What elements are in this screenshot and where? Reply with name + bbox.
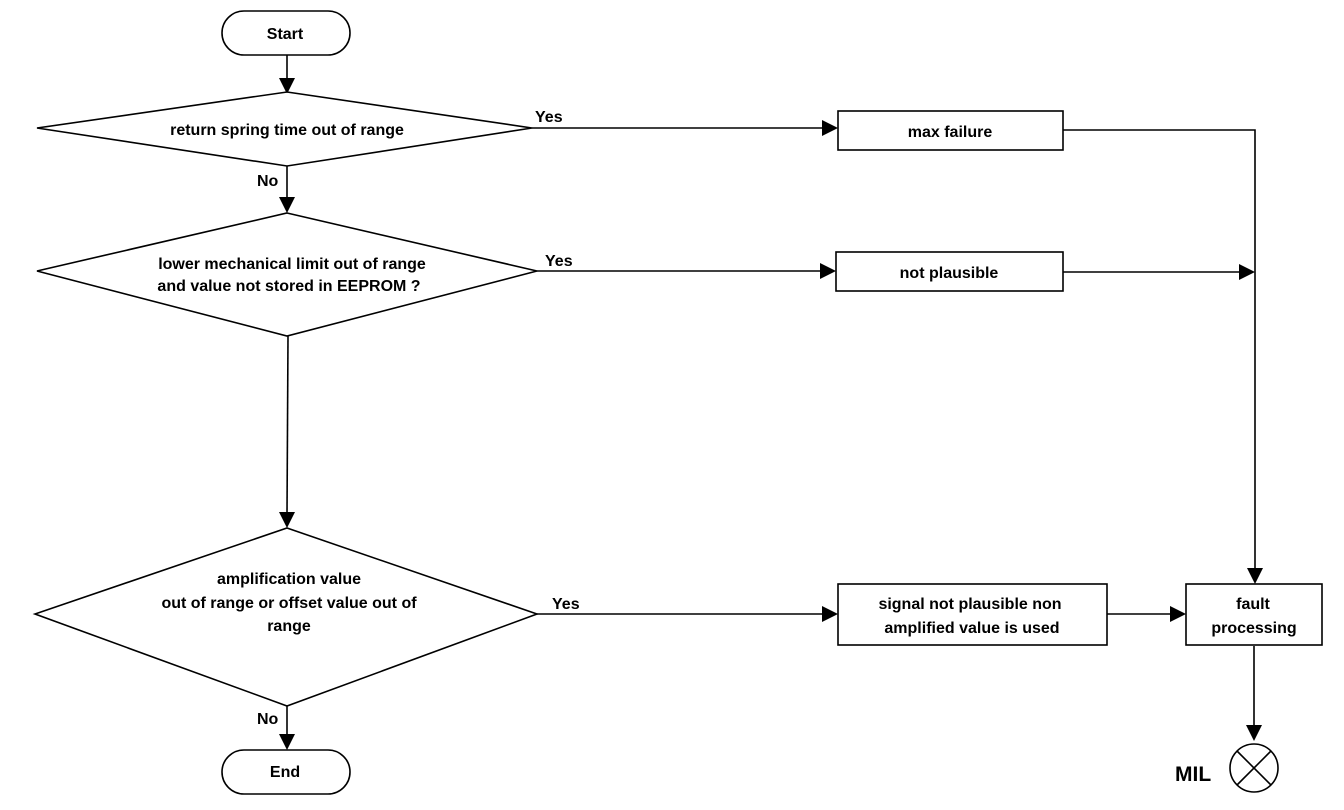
arrowhead-decision3-to-end bbox=[279, 734, 295, 750]
process-not-plausible bbox=[835, 251, 1064, 292]
decision3-label-line3: range bbox=[267, 618, 311, 635]
max-failure-label: max failure bbox=[908, 124, 993, 141]
decision2-label-line2: and value not stored in EEPROM ? bbox=[157, 278, 420, 295]
decision1-no-label: No bbox=[257, 173, 279, 190]
mil-lamp-cross-b bbox=[1236, 750, 1272, 786]
arrowhead-fault-to-mil bbox=[1246, 725, 1262, 741]
end-label: End bbox=[270, 764, 300, 781]
arrowhead-not-plausible-to-rail bbox=[1239, 264, 1255, 280]
process-max-failure bbox=[837, 110, 1064, 151]
signal-box-label-line1: signal not plausible non bbox=[878, 596, 1061, 613]
decision-return-spring-time bbox=[36, 91, 533, 167]
arrowhead-decision2-yes bbox=[820, 263, 836, 279]
not-plausible-label: not plausible bbox=[900, 265, 999, 282]
connector-decision2-to-decision3 bbox=[286, 335, 289, 516]
arrowhead-decision1-to-decision2 bbox=[279, 197, 295, 213]
decision3-label-line1: amplification value bbox=[217, 571, 361, 588]
decision-lower-mechanical-limit bbox=[36, 212, 538, 337]
arrowhead-signal-to-fault bbox=[1170, 606, 1186, 622]
decision1-yes-label: Yes bbox=[535, 109, 563, 126]
decision2-label-line1: lower mechanical limit out of range bbox=[158, 256, 426, 273]
arrowhead-decision3-yes bbox=[822, 606, 838, 622]
fault-box-label-line1: fault bbox=[1236, 596, 1270, 613]
arrowhead-max-failure-to-fault bbox=[1247, 568, 1263, 584]
start-label: Start bbox=[267, 26, 304, 43]
decision1-label-line1: return spring time out of range bbox=[170, 122, 404, 139]
mil-label: MIL bbox=[1175, 763, 1211, 786]
decision3-label-line2: out of range or offset value out of bbox=[161, 595, 417, 612]
arrowhead-start-to-decision1 bbox=[279, 78, 295, 94]
process-signal-not-plausible bbox=[837, 583, 1108, 646]
decision3-no-label: No bbox=[257, 711, 279, 728]
decision-amplification-value bbox=[32, 527, 540, 707]
decision2-yes-label: Yes bbox=[545, 253, 573, 270]
arrowhead-decision2-to-decision3 bbox=[279, 512, 295, 528]
signal-box-label-line2: amplified value is used bbox=[884, 620, 1059, 637]
fault-box-label-line2: processing bbox=[1211, 620, 1296, 637]
end-terminal bbox=[221, 749, 351, 795]
process-fault-processing bbox=[1185, 583, 1323, 646]
connector-max-failure-to-fault bbox=[1063, 129, 1256, 570]
decision3-yes-label: Yes bbox=[552, 596, 580, 613]
arrowhead-decision1-yes bbox=[822, 120, 838, 136]
start-terminal bbox=[221, 10, 351, 56]
